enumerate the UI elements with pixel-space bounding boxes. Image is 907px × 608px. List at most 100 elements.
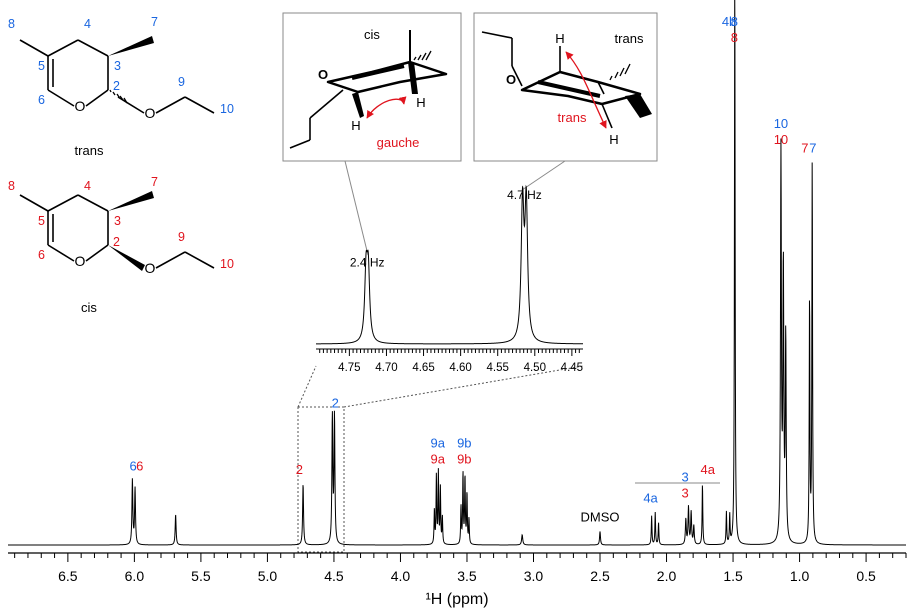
peak-label: 4a xyxy=(643,491,658,506)
trans-structure: O O 8 4 7 5 3 2 9 6 10 trans xyxy=(8,15,234,158)
trans-ether-oxygen: O xyxy=(145,105,156,121)
zoom-connector-right xyxy=(343,365,584,408)
inset-tick-label: 4.75 xyxy=(338,362,360,374)
inset-tick-label: 4.55 xyxy=(487,362,509,374)
trans-conformer-h1: H xyxy=(555,31,564,46)
peak-label: 6 xyxy=(129,458,136,473)
peak-label: 10 xyxy=(774,116,788,131)
peak-label: 2 xyxy=(332,396,339,411)
trans-chair-drawing xyxy=(481,31,652,129)
main-tick-label: 3.5 xyxy=(457,568,477,584)
inset-tick-label: 4.60 xyxy=(449,362,471,374)
trans-caption: trans xyxy=(75,143,104,158)
inset-tick-label: 4.50 xyxy=(524,362,546,374)
peak-label: 8 xyxy=(731,30,738,45)
main-tick-label: 1.5 xyxy=(723,568,743,584)
inset-spectrum-trace xyxy=(316,184,583,345)
cis-ring-oxygen: O xyxy=(75,253,86,269)
cis-caption: cis xyxy=(81,300,97,315)
inset-tick-label: 4.45 xyxy=(561,362,583,374)
coupling-constant-label: 2.4 Hz xyxy=(350,256,385,270)
trans-label-9: 9 xyxy=(178,75,185,89)
coupling-constant-label: 4.7 Hz xyxy=(507,188,542,202)
inset-tick-group: 4.75 4.70 4.65 4.60 4.55 4.50 4.45 xyxy=(319,349,583,374)
main-tick-label: 6.5 xyxy=(58,568,78,584)
peak-label: DMSO xyxy=(581,509,620,524)
peak-label: 3 xyxy=(682,470,689,485)
zoom-connector-left xyxy=(297,365,317,408)
peak-label: 9b xyxy=(457,452,471,467)
main-tick-label: 6.0 xyxy=(125,568,145,584)
cis-conformer-box: cis O H H gauche xyxy=(282,12,462,162)
trans-label-5: 5 xyxy=(38,59,45,73)
cis-conformer-h1: H xyxy=(351,118,360,133)
cis-chair-drawing xyxy=(289,30,448,149)
x-axis-title: ¹H (ppm) xyxy=(425,591,488,608)
peak-label: 7 xyxy=(801,141,808,156)
cis-label-8: 8 xyxy=(8,179,15,193)
trans-ring-oxygen: O xyxy=(75,98,86,114)
cis-conformer-h2: H xyxy=(416,95,425,110)
peak-label: 2 xyxy=(296,462,303,477)
cis-conformer-title: cis xyxy=(364,27,380,42)
peak-label: 4a xyxy=(701,462,716,477)
trans-wedge-bond xyxy=(108,36,154,56)
cis-box-connector xyxy=(344,160,369,256)
cis-atom-labels: 8 4 7 5 3 2 9 6 10 xyxy=(8,175,234,271)
main-spectrum-trace xyxy=(8,0,906,546)
cis-label-7: 7 xyxy=(151,175,158,189)
trans-coupling-label: trans xyxy=(558,110,587,125)
inset-spectrum: 4.75 4.70 4.65 4.60 4.55 4.50 4.45 2.4 Hz 4.7 H… xyxy=(316,184,583,374)
main-tick-label: 1.0 xyxy=(790,568,810,584)
trans-hashed-bond xyxy=(109,89,128,104)
cis-label-6: 6 xyxy=(38,248,45,262)
trans-conformer-h2: H xyxy=(609,132,618,147)
peak-label: 6 xyxy=(136,458,143,473)
trans-skeleton xyxy=(19,39,215,114)
trans-label-4: 4 xyxy=(84,17,91,31)
trans-label-6: 6 xyxy=(38,93,45,107)
main-tick-label: 4.0 xyxy=(391,568,411,584)
cis-conformer-oxygen: O xyxy=(318,67,328,82)
peak-label: 9b xyxy=(457,436,471,451)
trans-atom-labels: 8 4 7 5 3 2 9 6 10 xyxy=(8,15,234,116)
cis-label-4: 4 xyxy=(84,179,91,193)
peak-label: 4b xyxy=(722,14,736,29)
cis-ether-oxygen: O xyxy=(145,260,156,276)
main-tick-label: 5.5 xyxy=(191,568,211,584)
trans-conformer-box: trans O H H trans xyxy=(473,12,658,162)
main-tick-label: 5.0 xyxy=(258,568,278,584)
main-tick-label: 0.5 xyxy=(856,568,876,584)
main-tick-group: 6.5 6.0 5.5 5.0 4.5 4.0 3.5 3.0 2.5 2.0 1.5 1.0 0.5 xyxy=(14,553,907,584)
cis-label-9: 9 xyxy=(178,230,185,244)
inset-tick-label: 4.70 xyxy=(375,362,397,374)
main-tick-label: 2.0 xyxy=(657,568,677,584)
main-tick-label: 2.5 xyxy=(590,568,610,584)
cis-coupling-label: gauche xyxy=(377,135,420,150)
zoom-region-box xyxy=(297,406,345,553)
peak-label: 10 xyxy=(774,132,788,147)
trans-label-3: 3 xyxy=(114,59,121,73)
trans-conformer-title: trans xyxy=(615,31,644,46)
cis-wedge-bond-methyl xyxy=(108,191,154,211)
trans-label-7: 7 xyxy=(151,15,158,29)
cis-label-10: 10 xyxy=(220,257,234,271)
cis-structure: O O 8 4 7 5 3 2 9 6 10 cis xyxy=(8,175,234,315)
cis-wedge-bond-ethoxy xyxy=(108,245,145,271)
main-tick-label: 3.0 xyxy=(524,568,544,584)
trans-label-10: 10 xyxy=(220,102,234,116)
peak-label: 9a xyxy=(430,452,445,467)
cis-label-5: 5 xyxy=(38,214,45,228)
main-tick-label: 4.5 xyxy=(324,568,344,584)
trans-label-8: 8 xyxy=(8,17,15,31)
trans-box-connector xyxy=(521,160,566,191)
trans-label-2: 2 xyxy=(113,79,120,93)
cis-label-3: 3 xyxy=(114,214,121,228)
peak-label: 8 xyxy=(731,14,738,29)
cis-skeleton xyxy=(19,194,215,269)
trans-conformer-oxygen: O xyxy=(506,72,516,87)
inset-tick-label: 4.65 xyxy=(412,362,434,374)
